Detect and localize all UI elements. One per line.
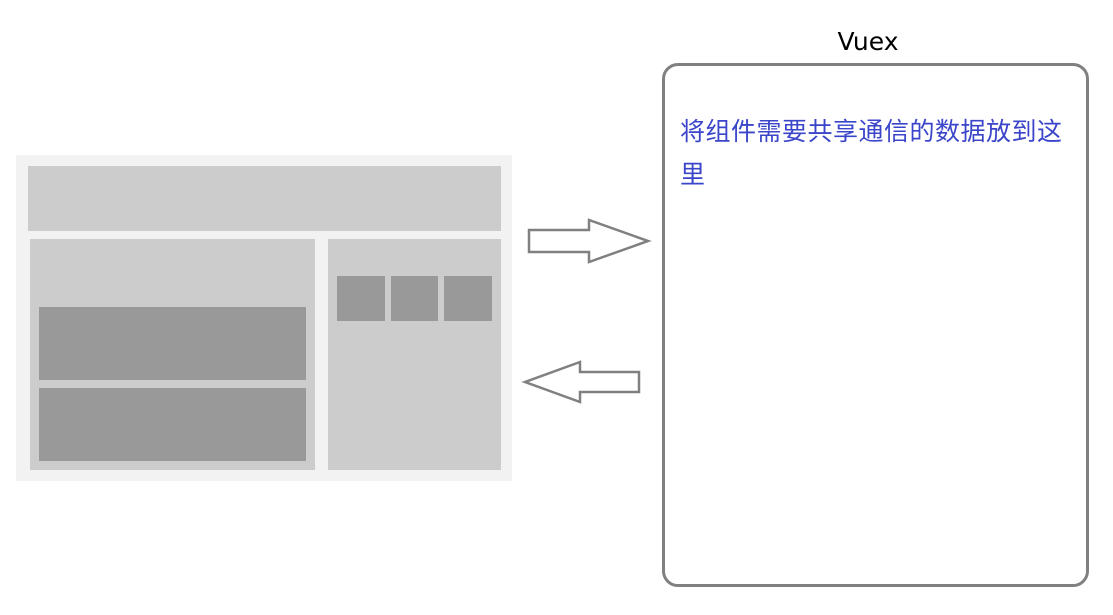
wireframe-tile <box>444 276 492 321</box>
arrow-left-icon <box>521 360 641 404</box>
wireframe-content-block <box>39 388 306 461</box>
vuex-store-box <box>662 63 1089 587</box>
wireframe-content-block <box>39 307 306 380</box>
vuex-title: Vuex <box>837 27 899 56</box>
wireframe-tile <box>337 276 385 321</box>
vuex-description: 将组件需要共享通信的数据放到这里 <box>680 117 1063 189</box>
wireframe-header <box>28 166 501 231</box>
arrow-right-icon <box>527 218 652 264</box>
wireframe-tile <box>391 276 438 321</box>
